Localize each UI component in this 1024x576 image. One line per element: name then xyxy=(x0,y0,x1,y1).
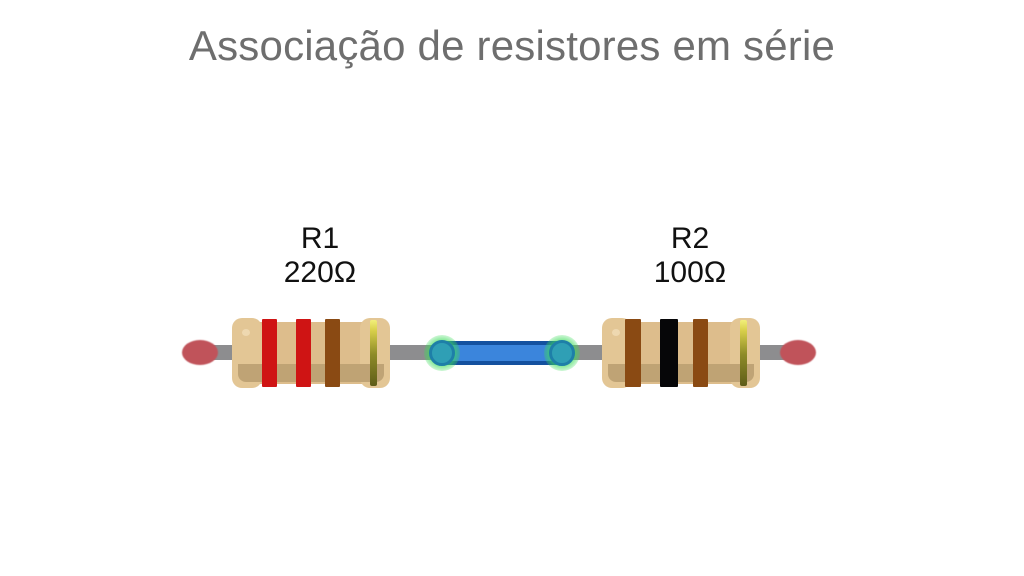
terminal-cap-left xyxy=(182,340,218,365)
color-band-2-red xyxy=(296,319,311,387)
blue-jumper-wire xyxy=(424,330,580,375)
color-band-4-gold-tolerance xyxy=(740,320,747,386)
resistor-shadow xyxy=(608,364,754,382)
color-band-3-brown xyxy=(325,319,340,387)
resistor-body-r1 xyxy=(232,318,390,388)
node-connector-icon xyxy=(549,340,575,366)
resistor-r2-name: R2 xyxy=(670,222,710,255)
page-title: Associação de resistores em série xyxy=(188,22,836,69)
resistor-r1-value: 220Ω xyxy=(283,255,357,289)
resistor-r2-value: 100Ω xyxy=(653,255,727,289)
resistor-highlight xyxy=(612,329,620,336)
node-connector-icon xyxy=(429,340,455,366)
resistor-label-r2: R2 100Ω xyxy=(607,222,773,289)
color-band-1-brown xyxy=(625,319,641,387)
resistor-highlight xyxy=(242,329,250,336)
resistor-r2 xyxy=(602,318,760,388)
color-band-3-brown xyxy=(693,319,708,387)
terminal-cap-right xyxy=(780,340,816,365)
color-band-1-red xyxy=(262,319,277,387)
color-band-2-black xyxy=(660,319,678,387)
resistor-label-r1: R1 220Ω xyxy=(237,222,403,289)
color-band-4-gold-tolerance xyxy=(370,320,377,386)
resistor-r1 xyxy=(232,318,390,388)
jumper-node-left xyxy=(424,335,460,371)
resistor-r1-name: R1 xyxy=(300,222,340,255)
resistor-shadow xyxy=(238,364,384,382)
jumper-node-right xyxy=(544,335,580,371)
